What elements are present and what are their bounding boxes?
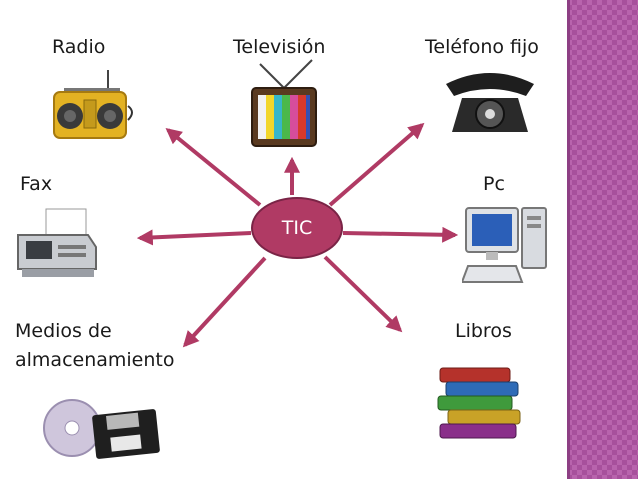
decorative-stripe	[567, 0, 638, 479]
hub-label: TIC	[281, 217, 313, 239]
label-television: Televisión	[233, 36, 326, 58]
arrow-to-medios	[182, 256, 267, 348]
fax-icon	[17, 208, 97, 277]
hub-node: TIC	[251, 197, 343, 259]
label-medios-line1: Medios de	[15, 320, 112, 342]
radio-icon	[53, 70, 133, 139]
label-fax: Fax	[20, 173, 53, 195]
books-icon	[437, 367, 521, 439]
pc-icon	[462, 207, 547, 283]
storage-media-icon	[43, 399, 160, 459]
telephone-icon	[446, 73, 534, 132]
arrow-to-libros	[323, 255, 403, 333]
label-pc: Pc	[483, 173, 505, 195]
television-icon	[251, 59, 317, 147]
arrow-to-pc	[342, 226, 459, 243]
label-radio: Radio	[52, 36, 106, 58]
label-medios-line2: almacenamiento	[15, 349, 175, 371]
label-telefono: Teléfono fijo	[425, 36, 539, 58]
arrow-to-radio	[165, 127, 262, 207]
arrow-to-telefono	[328, 122, 425, 207]
label-libros: Libros	[455, 320, 512, 342]
arrow-to-fax	[136, 229, 252, 246]
